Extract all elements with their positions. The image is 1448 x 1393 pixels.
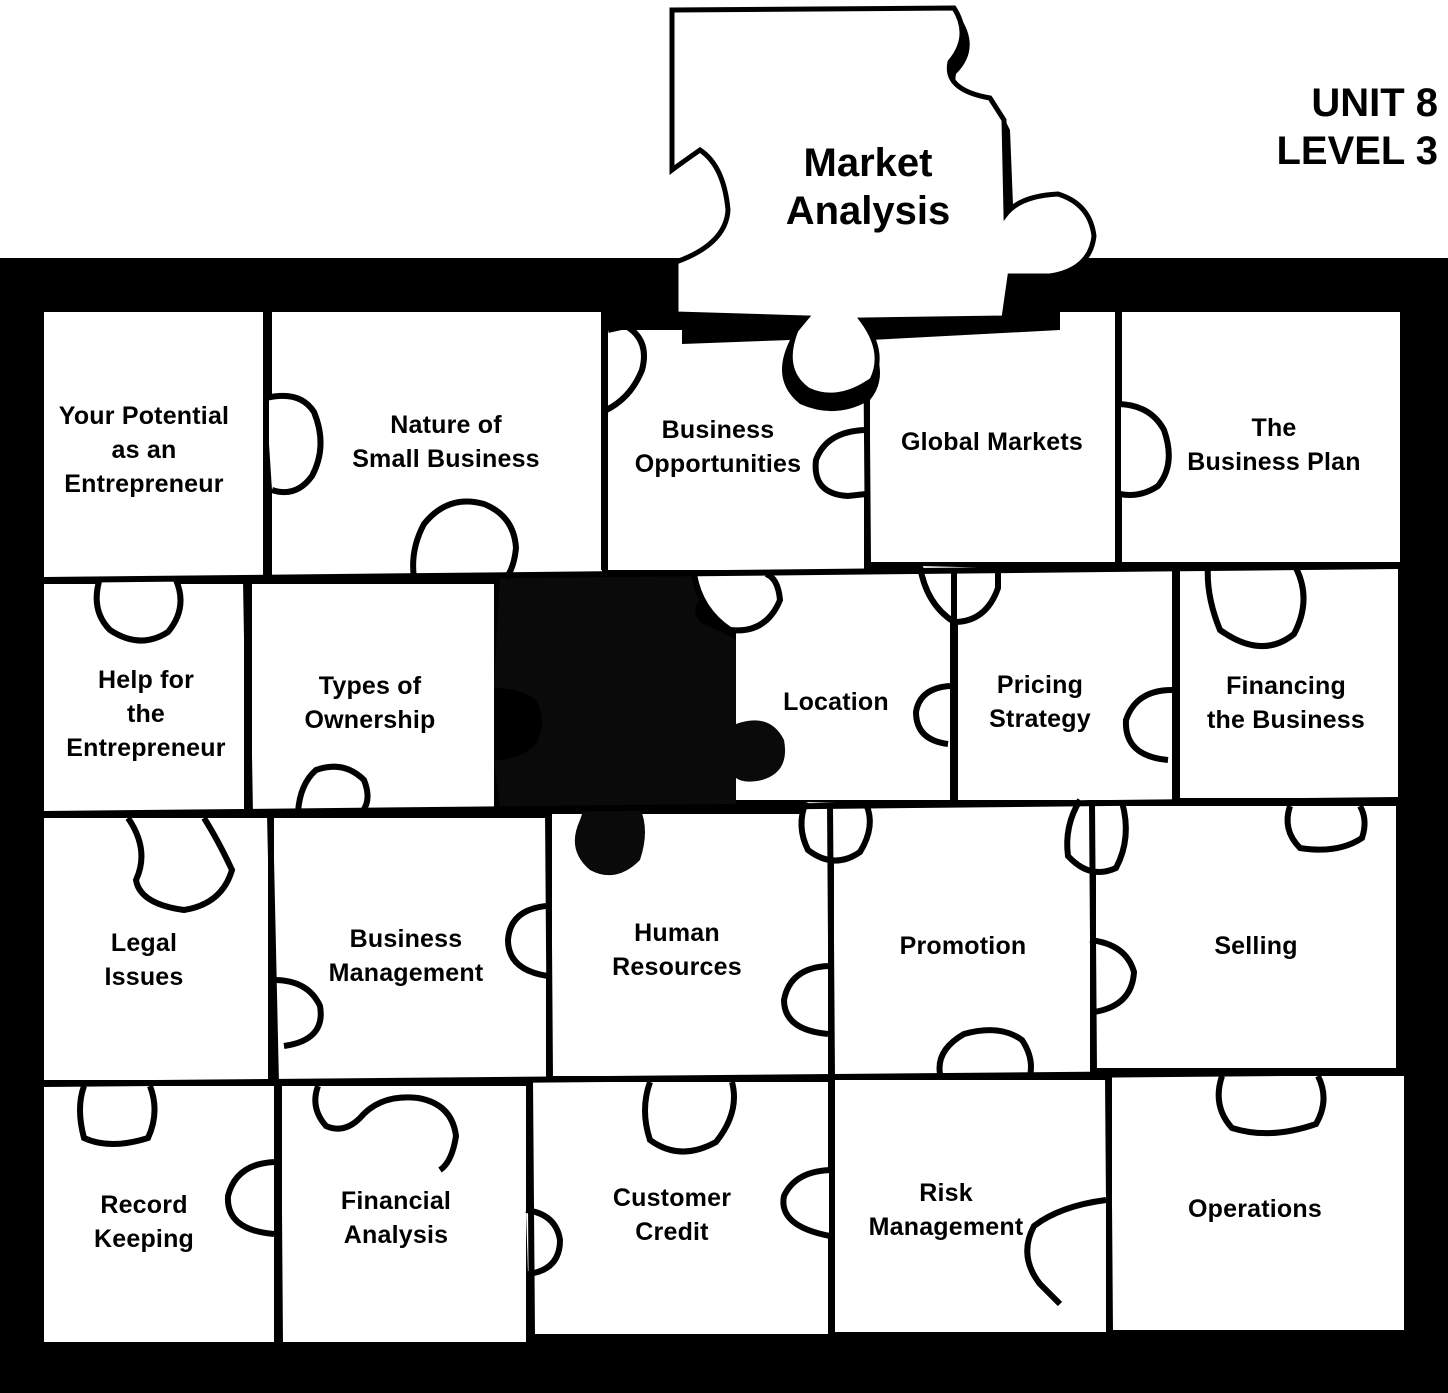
piece-label-line: Operations <box>1188 1195 1322 1223</box>
piece-label-line: Business <box>662 416 775 444</box>
piece-label-line: Location <box>783 688 889 716</box>
level-heading: LEVEL 3 <box>1276 129 1438 173</box>
piece-label-line: Management <box>329 959 484 987</box>
piece-label-global-markets: Global Markets <box>901 428 1083 456</box>
piece-label-line: Customer <box>613 1184 731 1212</box>
piece-label-line: Pricing <box>997 671 1083 699</box>
piece-label-line: Business <box>350 925 463 953</box>
piece-label-location: Location <box>783 688 889 716</box>
piece-label-line: Financial <box>341 1187 451 1215</box>
piece-label-line: Issues <box>104 963 183 991</box>
piece-label-selling: Selling <box>1214 932 1297 960</box>
piece-label-line: Strategy <box>989 705 1091 733</box>
piece-label-line: Help for <box>98 666 194 694</box>
piece-label-line: Promotion <box>900 932 1027 960</box>
piece-label-line: Your Potential <box>59 402 229 430</box>
unit-heading: UNIT 8 <box>1311 81 1438 125</box>
piece-label-line: The <box>1251 414 1296 442</box>
piece-label-line: the Business <box>1207 706 1365 734</box>
piece-label-line: Legal <box>111 929 177 957</box>
piece-label-line: Management <box>869 1213 1024 1241</box>
featured-piece-line2: Analysis <box>786 189 951 233</box>
piece-label-line: Opportunities <box>635 450 801 478</box>
piece-label-line: Risk <box>919 1179 973 1207</box>
piece-label-line: Small Business <box>352 445 540 473</box>
piece-label-promotion: Promotion <box>900 932 1027 960</box>
piece-label-line: the <box>127 700 165 728</box>
piece-label-line: Business Plan <box>1187 448 1361 476</box>
piece-label-line: Entrepreneur <box>64 470 223 498</box>
piece-label-line: Credit <box>635 1218 709 1246</box>
piece-label-line: Record <box>100 1191 187 1219</box>
piece-label-line: Nature of <box>390 411 502 439</box>
piece-label-line: Resources <box>612 953 742 981</box>
piece-label-operations: Operations <box>1188 1195 1322 1223</box>
piece-label-line: Analysis <box>344 1221 448 1249</box>
piece-label-line: Human <box>634 919 720 947</box>
piece-label-line: as an <box>112 436 177 464</box>
piece-label-line: Selling <box>1214 932 1297 960</box>
featured-piece-line1: Market <box>804 141 933 185</box>
piece-label-line: Ownership <box>305 706 436 734</box>
piece-label-line: Keeping <box>94 1225 194 1253</box>
piece-label-line: Financing <box>1226 672 1346 700</box>
piece-label-line: Global Markets <box>901 428 1083 456</box>
piece-label-line: Types of <box>319 672 422 700</box>
piece-label-line: Entrepreneur <box>66 734 225 762</box>
